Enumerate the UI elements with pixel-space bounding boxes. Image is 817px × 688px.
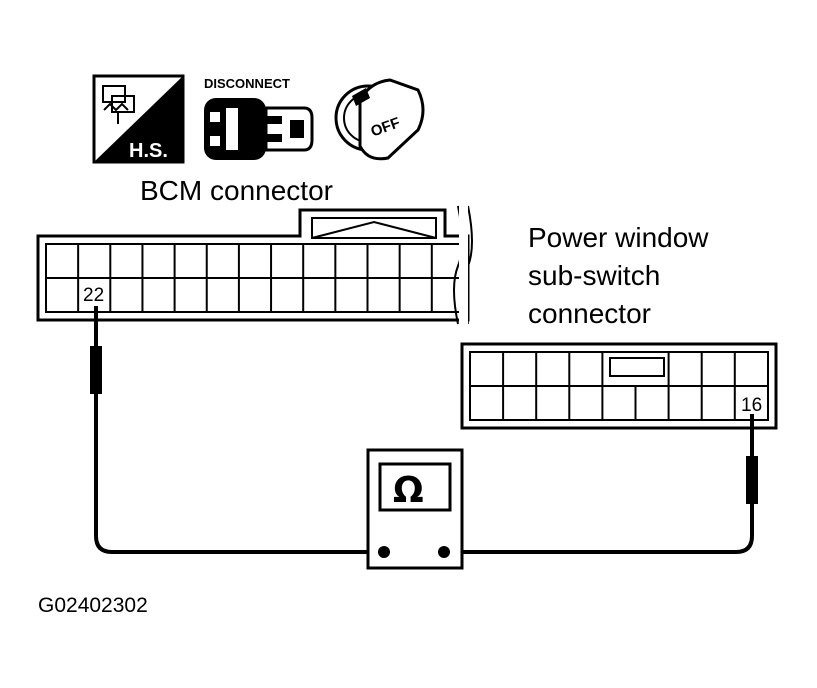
disconnect-icon: DISCONNECT bbox=[204, 76, 314, 160]
hs-label: H.S. bbox=[129, 140, 168, 162]
bcm-connector: 22 bbox=[36, 204, 473, 328]
right-test-lead bbox=[444, 414, 758, 554]
pws-title-line2: sub-switch bbox=[528, 260, 660, 291]
bcm-connector-title: BCM connector bbox=[140, 175, 333, 206]
hs-harness-icon: H.S. bbox=[92, 74, 185, 164]
ohmmeter: Ω bbox=[366, 448, 464, 570]
ignition-off-icon: OFF bbox=[334, 78, 425, 161]
bcm-pin-22-label: 22 bbox=[83, 285, 104, 306]
power-window-sub-switch-connector: 16 bbox=[460, 342, 778, 430]
ohm-symbol: Ω bbox=[393, 470, 424, 511]
pws-pin-16-label: 16 bbox=[741, 395, 762, 416]
left-test-lead bbox=[90, 306, 384, 554]
disconnect-label: DISCONNECT bbox=[204, 76, 290, 91]
pws-title-line1: Power window bbox=[528, 222, 709, 253]
pws-title-line3: connector bbox=[528, 298, 651, 329]
figure-code: G02402302 bbox=[38, 594, 148, 617]
